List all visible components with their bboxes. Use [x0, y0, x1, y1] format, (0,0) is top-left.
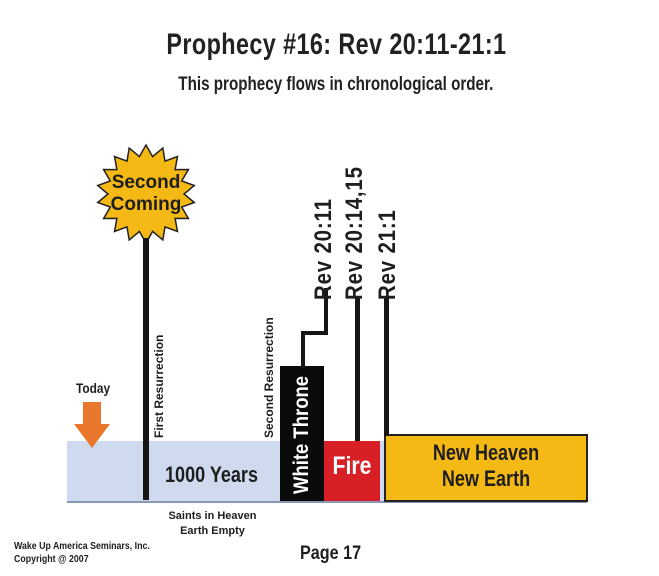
- first-resurrection-label: First Resurrection: [152, 334, 166, 438]
- second-coming-line2: Coming: [110, 194, 182, 215]
- millennium-note-line1: Saints in Heaven: [168, 510, 257, 522]
- millennium-note: Saints in Heaven Earth Empty: [160, 510, 265, 537]
- today-arrow-icon: [74, 402, 110, 448]
- millennium-label: 1000 Years: [165, 462, 258, 487]
- page-subtitle: This prophecy flows in chronological ord…: [178, 74, 494, 95]
- fire-box: [324, 441, 380, 501]
- new-earth-pole: [384, 298, 389, 436]
- new-earth-label: New Heaven New Earth: [402, 440, 569, 492]
- fire-label: Fire: [332, 452, 372, 480]
- new-earth-box: [384, 434, 588, 502]
- white-throne-box: [280, 366, 324, 501]
- second-coming-line1: Second: [111, 172, 181, 193]
- millennium-note-line2: Earth Empty: [180, 525, 245, 537]
- page-title: Prophecy #16: Rev 20:11-21:1: [166, 28, 507, 61]
- white-throne-connector: [301, 288, 328, 368]
- second-resurrection-label: Second Resurrection: [262, 317, 276, 438]
- new-earth-text: New Earth: [441, 466, 531, 491]
- fire-pole: [355, 298, 360, 441]
- second-coming-pole: [143, 238, 149, 500]
- page-number: Page 17: [300, 543, 362, 564]
- ref-rev-20-14-15: Rev 20:14,15: [341, 166, 368, 300]
- second-coming-label: Second Coming: [95, 172, 197, 216]
- ref-rev-21-1: Rev 21:1: [374, 209, 401, 300]
- publisher-line1: Wake Up America Seminars, Inc.: [14, 541, 150, 552]
- white-throne-label: White Throne: [290, 375, 313, 494]
- publisher-info: Wake Up America Seminars, Inc. Copyright…: [14, 540, 150, 566]
- publisher-line2: Copyright @ 2007: [14, 554, 89, 565]
- new-heaven-text: New Heaven: [432, 440, 540, 465]
- today-label: Today: [76, 380, 111, 396]
- ref-rev-20-11: Rev 20:11: [310, 198, 337, 300]
